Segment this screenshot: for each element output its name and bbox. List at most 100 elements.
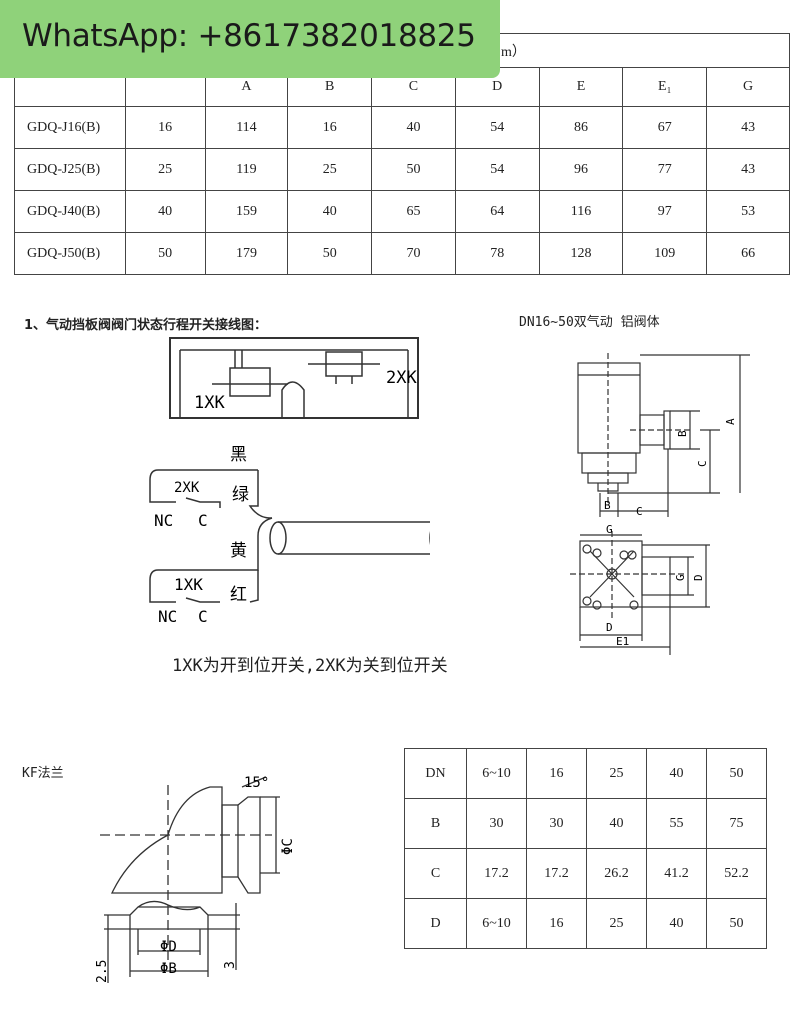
table-cell: 40 <box>371 106 456 149</box>
kf-table-cell: 55 <box>646 798 707 849</box>
dim-e1: E1 <box>616 635 629 648</box>
table-cell: 25 <box>124 148 206 191</box>
wire-black-label: 黑 <box>230 445 247 465</box>
kf-table-cell: 30 <box>466 798 527 849</box>
table-cell: 77 <box>622 148 708 191</box>
kf-table-cell: 6~10 <box>466 748 527 799</box>
wiring-title: 1、气动挡板阀阀门状态行程开关接线图： <box>24 318 268 333</box>
table-cell: 40 <box>287 190 373 233</box>
table-cell: 109 <box>622 232 708 275</box>
label-2xk: 2XK <box>174 480 200 496</box>
model-cell: GDQ-J40(B) <box>14 190 126 233</box>
wiring-diagram: 2XK 1XK 黑 2XK 绿 NC C 黄 1XK 红 NC C <box>149 337 430 626</box>
kf-table-cell: 40 <box>646 748 707 799</box>
label-2xk-housing: 2XK <box>386 368 417 388</box>
kf-table-cell: 50 <box>706 898 767 949</box>
kf-angle-label: 15° <box>244 775 269 791</box>
table-cell: 97 <box>622 190 708 233</box>
label-1xk: 1XK <box>174 575 203 594</box>
wire-yellow-label: 黄 <box>230 541 247 561</box>
kf-flange-title: KF法兰 <box>22 766 64 781</box>
kf-table-cell: 16 <box>526 898 587 949</box>
kf-table-cell: 17.2 <box>466 848 527 899</box>
dim-d-bottom: D <box>606 621 613 634</box>
table-cell: 65 <box>371 190 456 233</box>
table-cell: 50 <box>287 232 373 275</box>
table-cell: 64 <box>454 190 540 233</box>
label-c-bottom: C <box>198 607 208 626</box>
kf-table-cell: 30 <box>526 798 587 849</box>
dim-g-top: G <box>606 523 613 536</box>
table-cell: 159 <box>204 190 289 233</box>
table-cell: 179 <box>204 232 289 275</box>
table-cell: 67 <box>622 106 708 149</box>
table-cell: 86 <box>538 106 624 149</box>
kf-table-cell: 26.2 <box>586 848 647 899</box>
whatsapp-contact: WhatsApp: +8617382018825 <box>22 18 476 54</box>
kf-table-cell: 25 <box>586 748 647 799</box>
table-cell: 70 <box>371 232 456 275</box>
model-cell: GDQ-J50(B) <box>14 232 126 275</box>
table-cell: 128 <box>538 232 624 275</box>
dim-c-horizontal: C <box>636 505 643 518</box>
label-c-top: C <box>198 511 208 530</box>
wiring-caption: 1XK为开到位开关,2XK为关到位开关 <box>172 656 448 676</box>
table-cell: 53 <box>706 190 790 233</box>
kf-row-header: DN <box>404 748 467 799</box>
kf-row-header: C <box>404 848 467 899</box>
kf-table-cell: 41.2 <box>646 848 707 899</box>
label-nc-bottom: NC <box>158 607 177 626</box>
dim-c-vertical: C <box>696 460 709 467</box>
dim-b-horizontal: B <box>604 499 611 512</box>
label-nc-top: NC <box>154 511 173 530</box>
kf-table-cell: 25 <box>586 898 647 949</box>
kf-dim-3-label: 3 <box>223 961 238 969</box>
kf-table-cell: 6~10 <box>466 898 527 949</box>
kf-table-cell: 75 <box>706 798 767 849</box>
table-cell: 78 <box>454 232 540 275</box>
table-cell: 40 <box>124 190 206 233</box>
table-cell: 43 <box>706 148 790 191</box>
table-cell: 96 <box>538 148 624 191</box>
kf-dim-25-label: 2.5 <box>95 960 110 983</box>
dim-g-right: G <box>674 574 687 581</box>
wire-green-label: 绿 <box>232 485 249 505</box>
table-cell: 16 <box>287 106 373 149</box>
kf-table-cell: 50 <box>706 748 767 799</box>
table-cell: 50 <box>371 148 456 191</box>
valve-drawing-title: DN16~50双气动 铝阀体 <box>519 315 660 330</box>
kf-row-header: D <box>404 898 467 949</box>
table-cell: 119 <box>204 148 289 191</box>
table-cell: 116 <box>538 190 624 233</box>
table-header-cell: E₁ <box>622 67 708 107</box>
model-cell: GDQ-J16(B) <box>14 106 126 149</box>
dim-b: B <box>676 430 689 437</box>
table-cell: 66 <box>706 232 790 275</box>
model-cell: GDQ-J25(B) <box>14 148 126 191</box>
kf-row-header: B <box>404 798 467 849</box>
kf-table-cell: 52.2 <box>706 848 767 899</box>
table-header-cell: E <box>538 67 624 107</box>
table-cell: 16 <box>124 106 206 149</box>
dim-d-right: D <box>692 574 705 581</box>
table-cell: 54 <box>454 148 540 191</box>
table-cell: 54 <box>454 106 540 149</box>
kf-phi-c-label: ΦC <box>280 838 296 855</box>
kf-table-cell: 40 <box>586 798 647 849</box>
kf-table-cell: 17.2 <box>526 848 587 899</box>
kf-table-cell: 40 <box>646 898 707 949</box>
table-cell: 25 <box>287 148 373 191</box>
label-1xk-housing: 1XK <box>194 393 225 413</box>
kf-phi-d-label: ΦD <box>160 939 177 955</box>
table-cell: 50 <box>124 232 206 275</box>
table-header-cell: G <box>706 67 790 107</box>
dim-a: A <box>724 418 737 425</box>
kf-phi-b-label: ΦB <box>160 961 177 977</box>
